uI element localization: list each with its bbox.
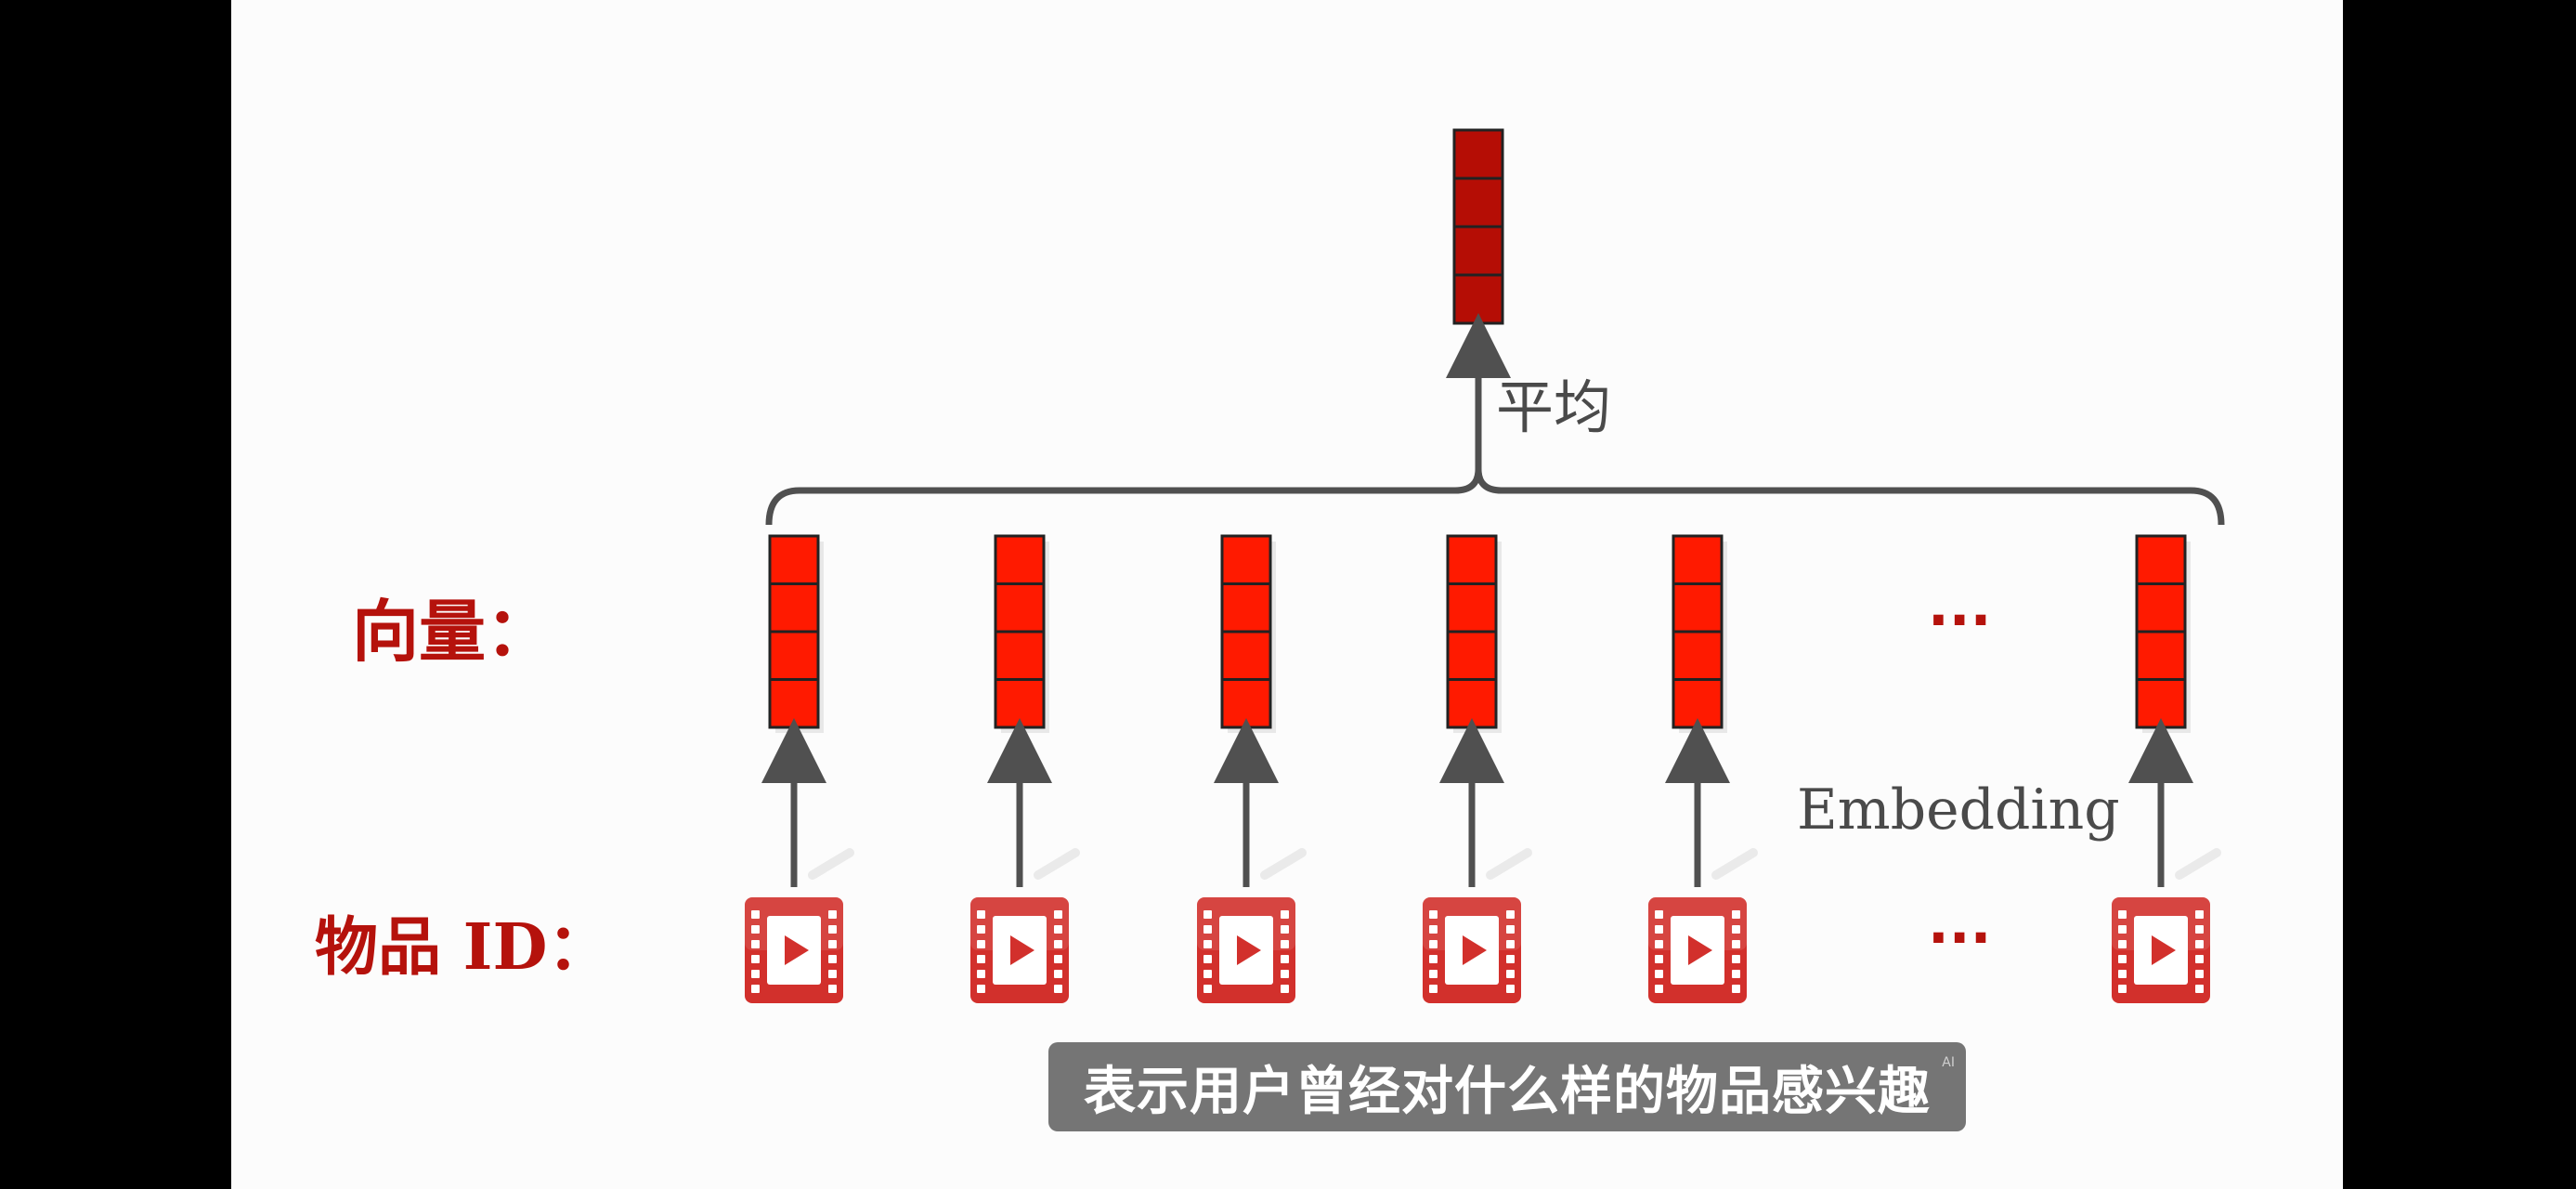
average-label: 平均 <box>1496 373 1611 441</box>
embedding-label: Embedding <box>1797 777 2120 843</box>
video-play-icon <box>745 897 843 1003</box>
item-vector <box>768 534 824 733</box>
video-play-icon <box>2112 897 2210 1003</box>
video-play-icon <box>1648 897 1747 1003</box>
item-vector <box>1220 534 1276 733</box>
grouping-brace <box>765 468 2225 526</box>
vector-row-label: 向量： <box>352 592 553 671</box>
item-vector <box>1446 534 1502 733</box>
item-vector <box>1672 534 1727 733</box>
vector-ellipsis: ··· <box>1928 588 1991 653</box>
item-ellipsis: ··· <box>1928 906 1991 971</box>
slide: 向量： 物品 ID： 平均 Embedding ··· ··· 表示用户曾经对什… <box>231 0 2343 1189</box>
video-play-icon <box>1197 897 1295 1003</box>
subtitle-text: 表示用户曾经对什么样的物品感兴趣 <box>1084 1061 1931 1122</box>
subtitle-caption: 表示用户曾经对什么样的物品感兴趣 AI <box>1048 1042 1966 1131</box>
item-vector <box>994 534 1049 733</box>
average-vector <box>1452 128 1504 325</box>
ai-badge: AI <box>1942 1055 1955 1070</box>
video-play-icon <box>970 897 1069 1003</box>
video-play-icon <box>1423 897 1521 1003</box>
item-vector <box>2135 534 2191 733</box>
item-id-row-label: 物品 ID： <box>315 910 610 985</box>
embedding-average-diagram: 向量： 物品 ID： 平均 Embedding ··· ··· <box>315 128 2225 1003</box>
